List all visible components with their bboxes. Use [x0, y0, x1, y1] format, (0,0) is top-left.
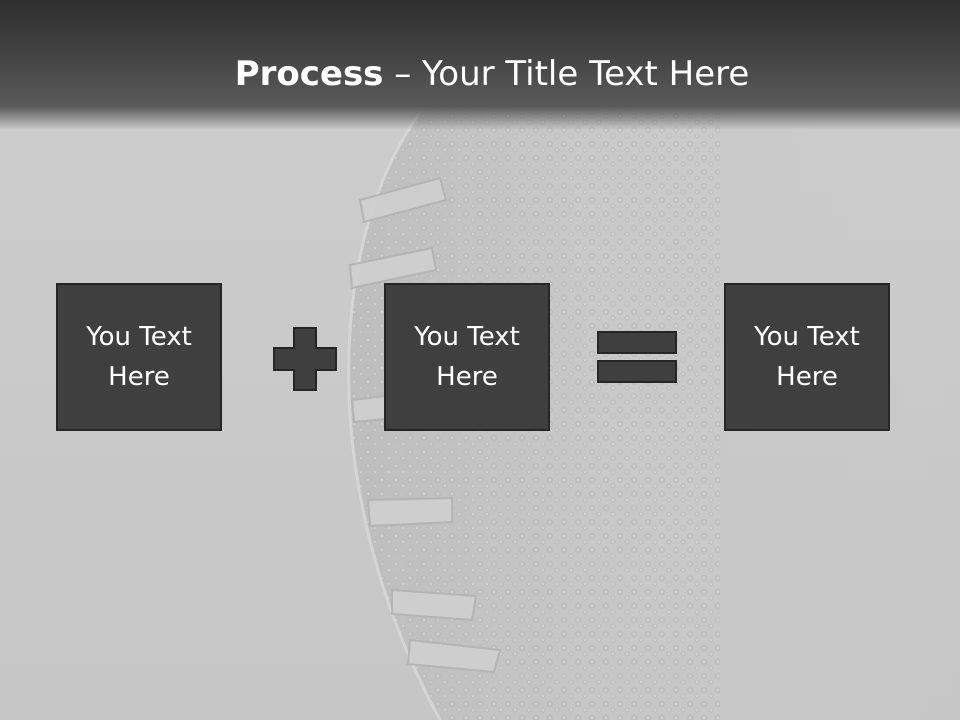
text-box-3[interactable]: You Text Here: [724, 283, 890, 431]
title-rest-part: – Your Title Text Here: [383, 54, 750, 94]
text-box-1-label: You Text Here: [86, 322, 192, 392]
title-bar: [0, 0, 960, 130]
text-box-3-label: You Text Here: [754, 322, 860, 392]
slide-title: Process – Your Title Text Here: [0, 52, 960, 96]
text-box-1[interactable]: You Text Here: [56, 283, 222, 431]
text-box-2[interactable]: You Text Here: [384, 283, 550, 431]
text-box-2-label: You Text Here: [414, 322, 520, 392]
plus-icon: [273, 327, 337, 391]
equals-icon: [597, 331, 677, 383]
title-bold-part: Process: [234, 54, 384, 94]
